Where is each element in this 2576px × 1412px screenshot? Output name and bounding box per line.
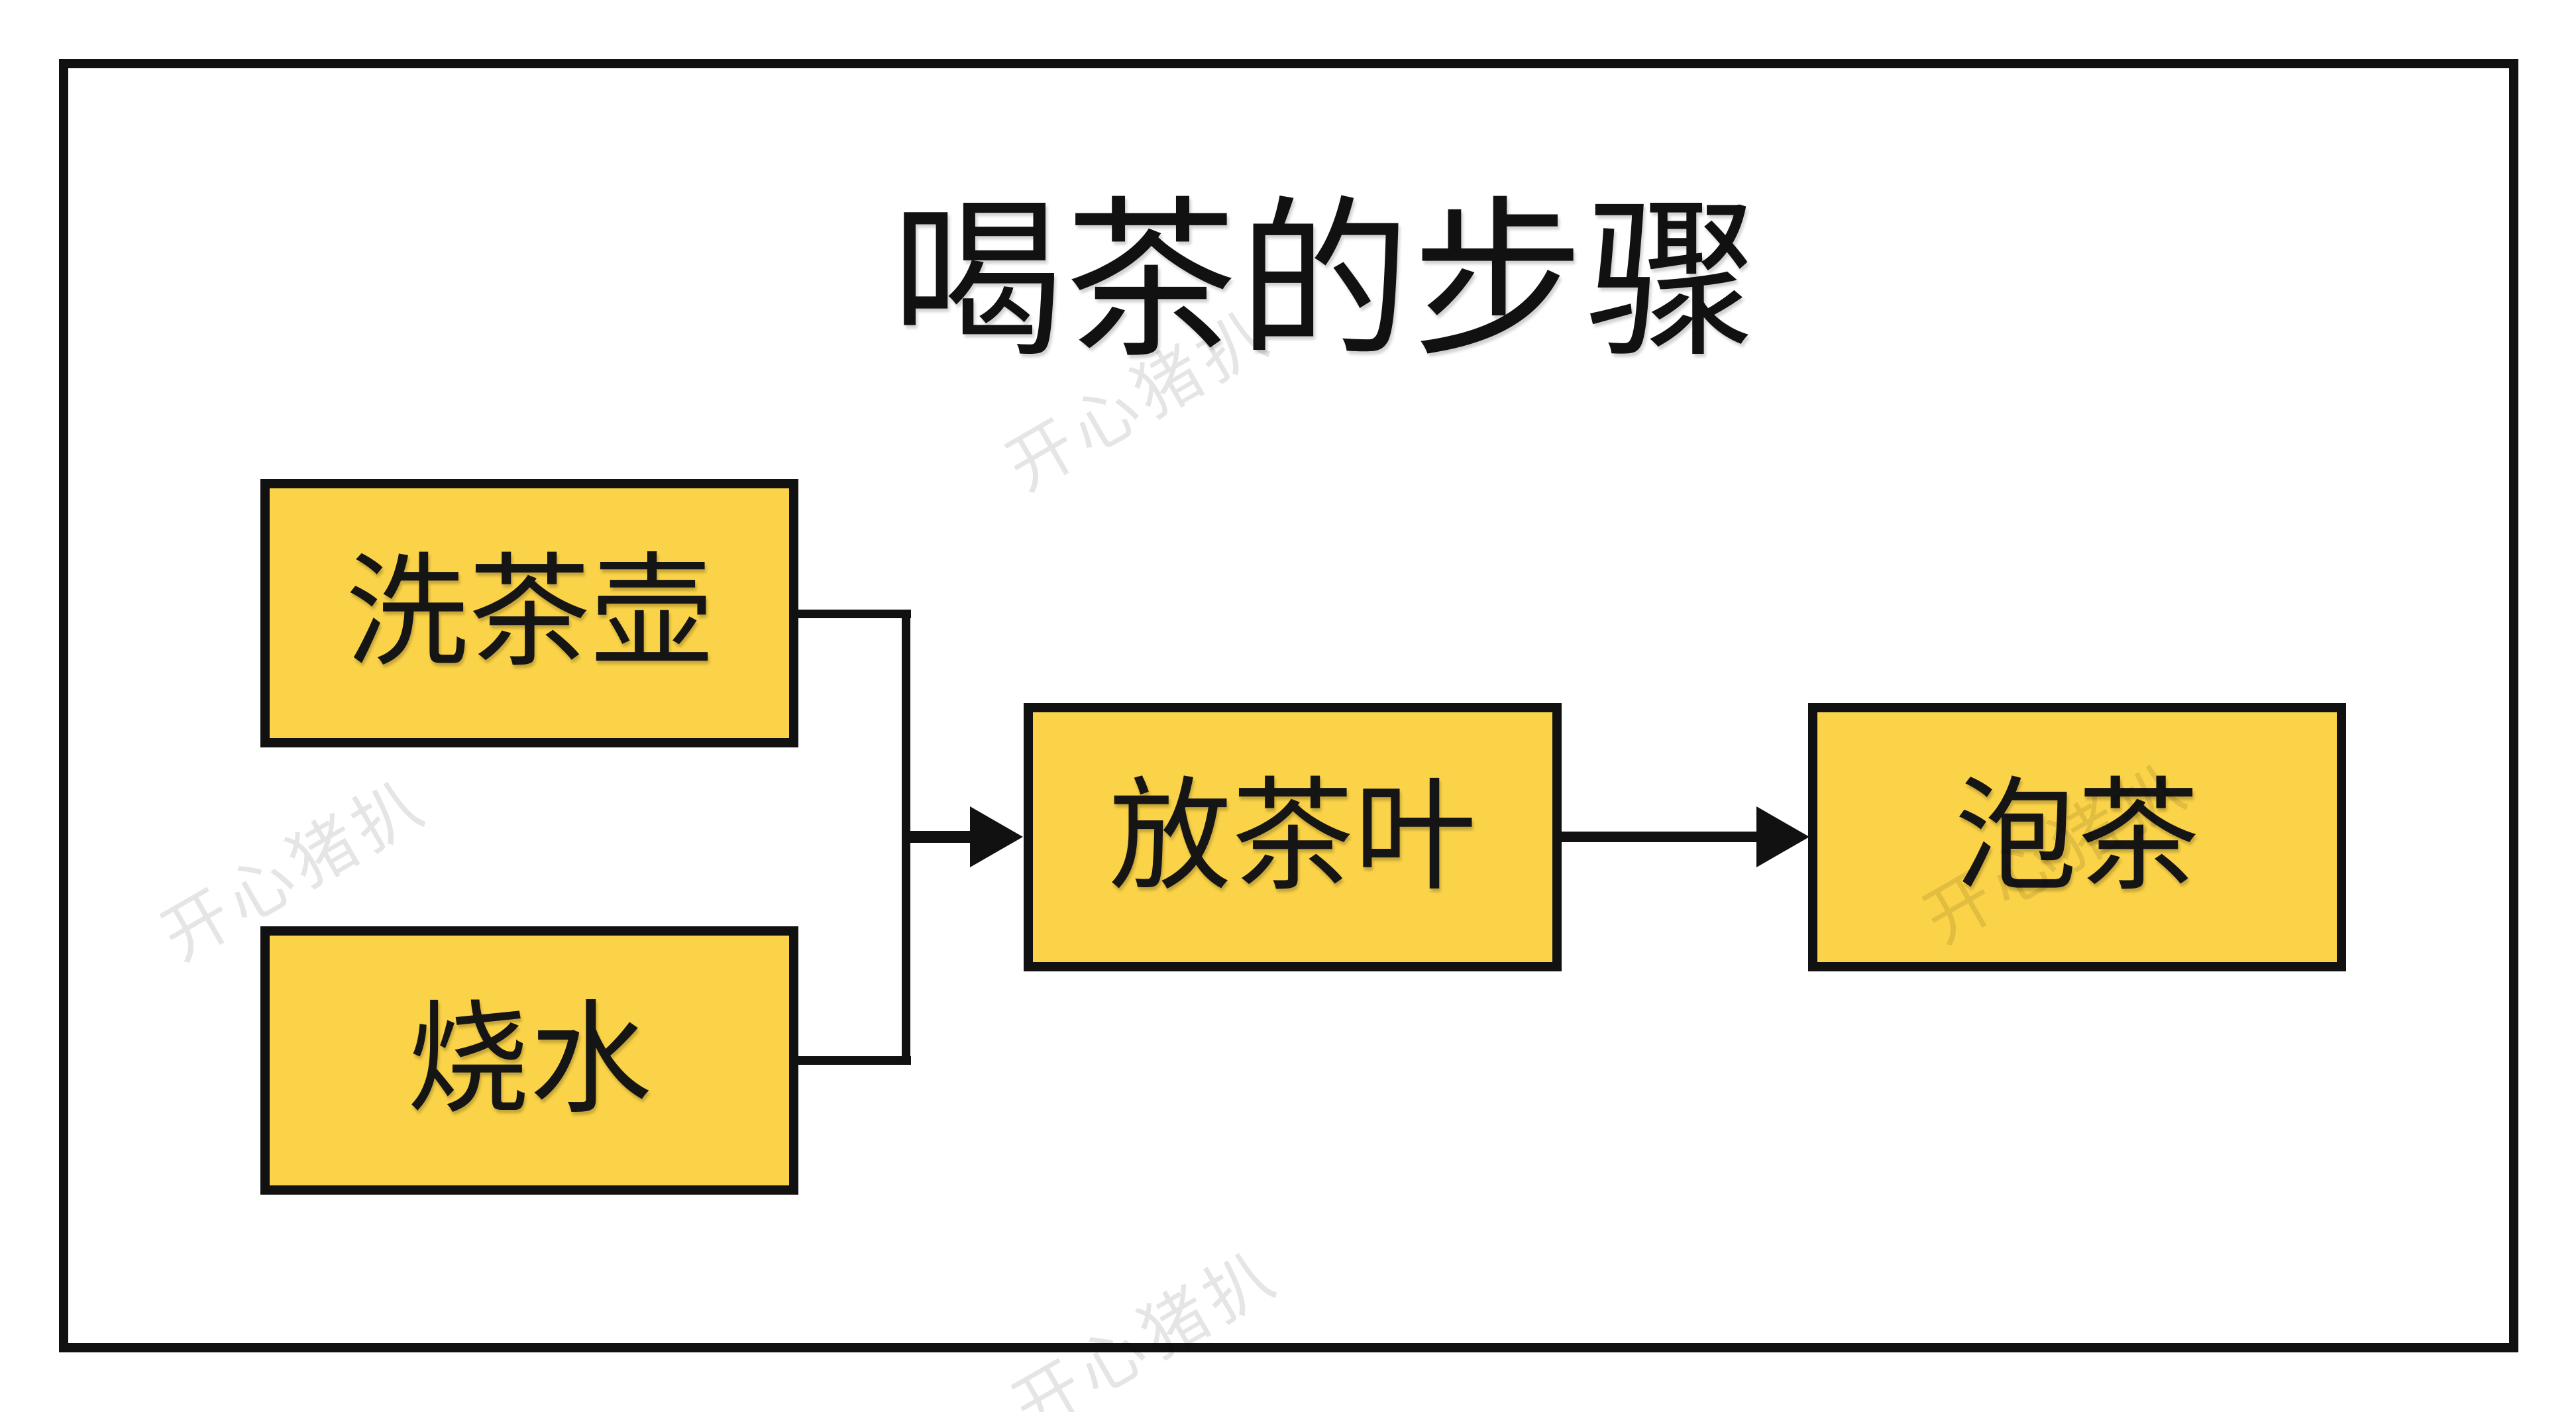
arrow-shaft-to-add-tea-leaves: [906, 831, 973, 843]
flow-node-wash-teapot: 洗茶壶: [260, 479, 798, 747]
flow-node-label: 洗茶壶: [345, 545, 714, 681]
connector-merge-vertical: [902, 610, 910, 1065]
connector-from-wash-teapot: [798, 610, 911, 618]
connector-from-boil-water: [798, 1056, 911, 1065]
flow-node-label: 泡茶: [1955, 769, 2200, 905]
arrowhead-to-brew-tea-icon: [1756, 806, 1809, 867]
flow-node-brew-tea: 泡茶: [1808, 703, 2346, 971]
flow-node-label: 烧水: [407, 992, 652, 1128]
arrowhead-to-add-tea-leaves-icon: [970, 806, 1023, 867]
flow-node-add-tea-leaves: 放茶叶: [1024, 703, 1562, 971]
diagram-title: 喝茶的步骤: [891, 186, 1759, 378]
arrow-shaft-to-brew-tea: [1562, 832, 1760, 842]
flow-node-boil-water: 烧水: [260, 926, 798, 1195]
flow-node-label: 放茶叶: [1108, 769, 1477, 905]
